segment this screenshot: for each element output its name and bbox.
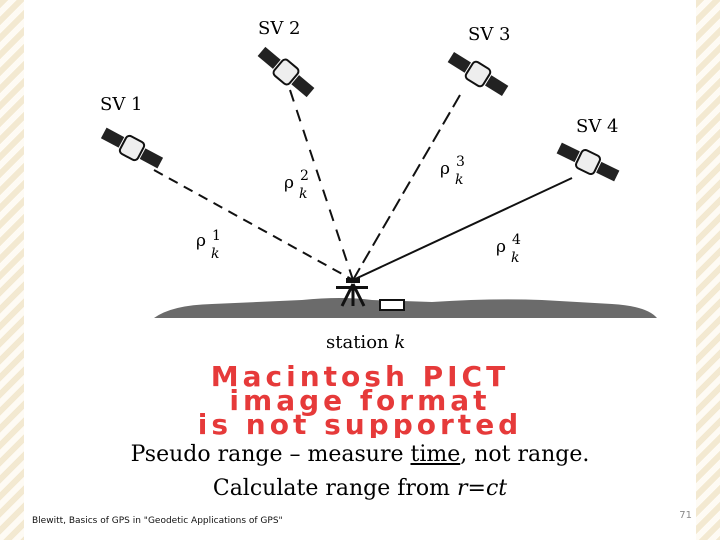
sv4-label: SV 4: [576, 116, 619, 137]
range-line-sv3: [352, 94, 461, 281]
station-icon: [336, 278, 405, 311]
slide-canvas: [24, 0, 696, 540]
caption-line-1: Pseudo range – measure time, not range.: [60, 442, 660, 467]
range-line-sv1: [153, 169, 354, 281]
rho4-sub: k: [511, 250, 519, 266]
rho4-super: 4: [512, 232, 521, 248]
caption-line-2: Calculate range from r=ct: [60, 476, 660, 501]
rho4-symbol: ρ: [496, 237, 506, 257]
rho2-symbol: ρ: [284, 173, 294, 193]
sv3-label: SV 3: [468, 24, 511, 45]
page-number: 71: [679, 510, 692, 521]
range-label-rho2: ρ 2 k: [284, 168, 309, 202]
rho1-symbol: ρ: [196, 231, 206, 251]
caption-formula: r=ct: [457, 476, 508, 501]
caption-1b: , not range.: [460, 442, 590, 467]
caption-1a: Pseudo range – measure: [130, 442, 411, 467]
pict-line-2: image format: [229, 384, 490, 417]
caption-emphasis: time: [410, 442, 461, 467]
range-label-rho4: ρ 4 k: [496, 232, 521, 266]
rho2-super: 2: [300, 168, 309, 184]
satellite-icon-sv2: [257, 46, 315, 98]
station-id: k: [394, 332, 405, 353]
caption-2a: Calculate range from: [212, 476, 457, 501]
sv1-label: SV 1: [100, 94, 143, 115]
rho2-sub: k: [299, 186, 307, 202]
range-line-sv4: [352, 177, 573, 281]
rho3-sub: k: [455, 172, 463, 188]
gps-pseudorange-diagram: SV 1 SV 2 SV 3 SV 4 ρ 1 k ρ 2 k ρ 3 k ρ …: [100, 18, 657, 353]
satellite-icon-sv3: [447, 51, 509, 97]
rho1-sub: k: [211, 246, 219, 262]
pict-line-3: is not supported: [198, 408, 522, 438]
pict-banner: Macintosh PICT image format is not suppo…: [198, 360, 522, 441]
rho3-super: 3: [456, 154, 465, 170]
sv2-label: SV 2: [258, 18, 301, 39]
pict-line-1: Macintosh PICT: [211, 362, 509, 393]
ground: [154, 298, 657, 318]
satellite-icon-sv1: [100, 127, 164, 169]
rho3-symbol: ρ: [440, 159, 450, 179]
source-citation: Blewitt, Basics of GPS in "Geodetic Appl…: [32, 516, 283, 526]
range-label-rho1: ρ 1 k: [196, 228, 221, 262]
satellite-icon-sv4: [556, 142, 620, 182]
range-label-rho3: ρ 3 k: [440, 154, 465, 188]
pict-placeholder: Macintosh PICT image format is not suppo…: [24, 360, 696, 441]
range-line-sv2: [289, 89, 354, 281]
station-label: station k: [326, 332, 405, 353]
station-word: station: [326, 332, 389, 353]
rho1-super: 1: [212, 228, 221, 244]
